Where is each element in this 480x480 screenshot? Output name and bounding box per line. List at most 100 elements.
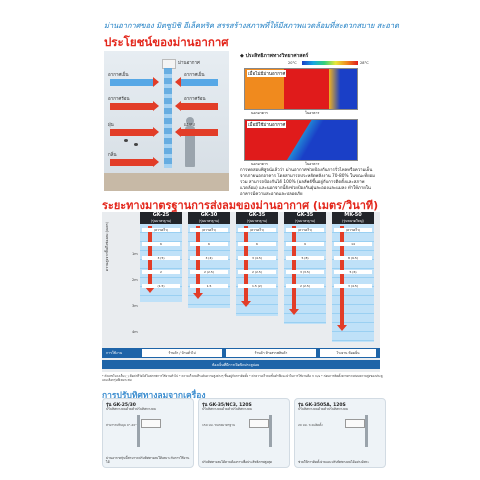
install-example: รุ่น GK-35/NC3, 120S ปรับทิศทางลมด้วยตัว… [198,398,290,468]
thermal-image-with-curtain: เมื่อมีใช้ม่านอากาศ นอกอาคาร ในอาคาร [244,119,358,166]
cell: 6 [190,242,228,246]
airflow-distance-table: ความสูงจากพื้นถึงช่องลม (เมตร) 1m 2m 3m … [102,212,380,372]
dust-arrow-icon [110,127,159,137]
model-column: GK-25(รุ่นมาตรฐาน) (ความเร็ว) 6 3 (5) 2 … [140,212,182,342]
model-column: GK-30(รุ่นมาตรฐาน) (ความเร็ว) 6 3 (4) 2 … [188,212,230,342]
label-without-curtain: เมื่อไม่มีม่านอากาศ [247,70,287,77]
wall [137,415,140,447]
air-curtain-illustration: ม่านอากาศ อากาศเย็น อากาศเย็น อากาศร้อน … [104,51,229,191]
install-example: รุ่น GK-25/30 ปรับทิศทางลมด้วยตัวปรับทิศ… [102,398,194,468]
air-curtain-unit-icon [345,419,365,428]
install-caption: ช่วยให้การติดตั้งง่ายและปรับทิศทางลมได้อ… [298,460,370,464]
arrow-label-cold-2: อากาศเย็น [184,73,205,78]
cell: (ความเร็ว) [334,228,372,232]
label-outside: นอกอาคาร [251,162,268,166]
section-title-adjust: การปรับทิศทางลมจากเครื่อง [102,391,206,401]
label-with-curtain: เมื่อมีใช้ม่านอากาศ [247,121,287,128]
cell: 6 [142,242,180,246]
cell: 2 (2.5) [190,270,228,274]
cell: 2 [142,270,180,274]
usage-bar-2 [102,360,380,369]
cell: 14 [334,242,372,246]
usage-segment: โรงงาน ห้องเย็น [320,349,376,357]
cell: 9 [286,242,324,246]
cold-air-arrow-icon [110,77,159,87]
label-inside: ในอาคาร [305,162,320,166]
air-stream-icon [164,68,172,168]
cell: (ความเร็ว) [190,228,228,232]
hot-air-arrow-right-icon [175,101,218,111]
cell: 3 (4) [190,256,228,260]
cell: 3 (4.5) [334,284,372,288]
row-label: 3m [132,304,138,308]
hot-air-arrow-icon [110,101,159,111]
table-notes: * ตัวเลขในวงเล็บ ( ) คือค่าที่วัดได้ในสภ… [102,374,383,382]
cell: (1.5) [142,284,180,288]
air-curtain-unit-icon [249,419,269,428]
install-caption: ปรับทิศทางลมได้ตามต้องการเพื่อประสิทธิภา… [202,460,273,464]
bug-icon [124,139,128,142]
bug-icon [134,143,138,146]
cell: 6 [238,242,276,246]
person-icon [182,117,198,167]
model-column: GK-35(รุ่นมาตรฐาน) (ความเร็ว) 6 3 (4.5) … [236,212,278,342]
arrow-label-cold-1: อากาศเย็น [108,73,129,78]
floor [104,173,229,191]
arrow-label-smell: กลิ่น [108,153,117,158]
cell: 1.5 [190,284,228,288]
cell: (ความเร็ว) [238,228,276,232]
airflow-arrow-icon [241,226,251,307]
install-note: 150 มม. ขนาดมาตรฐาน [202,423,235,427]
row-label: 2m [132,278,138,282]
install-note: สามารถปรับมุม 0°-20° [106,423,137,427]
model-header: MK-50(รุ่นขนาดใหญ่) [332,212,374,224]
model-column: MK-50(รุ่นขนาดใหญ่) (ความเร็ว) 14 8 (9.5… [332,212,374,342]
cell: 2 (2.5) [286,284,324,288]
scale-low-label: 20°C [288,61,297,65]
usage-segment: ร้านค้า ห้างสรรพสินค้า [226,349,316,357]
cell: (ความเร็ว) [142,228,180,232]
wall [365,415,368,447]
model-header: GK-35(รุ่นมาตรฐาน) [236,212,278,224]
usage-label: การใช้งาน [106,351,123,355]
model-column: GK-35(รุ่นมาตรฐาน) (ความเร็ว) 9 5 (8) 3 … [284,212,326,342]
science-description: การทดสอบพิสูจน์แล้วว่า ม่านอากาศช่วยป้อง… [240,168,376,197]
cell: 3 (4.5) [238,256,276,260]
arrow-label-hot-2: อากาศร้อน [184,97,206,102]
cell: 5 (8) [286,256,324,260]
install-example: รุ่น GK-3505A, 120S ปรับทิศทางลมด้วยตัวป… [294,398,386,468]
cell: 3 (3.5) [286,270,324,274]
model-header: GK-35(รุ่นมาตรฐาน) [284,212,326,224]
model-header: GK-25(รุ่นมาตรฐาน) [140,212,182,224]
cold-air-arrow-right-icon [175,77,218,87]
section-title-distance: ระยะทางมาตรฐานการส่งลมของม่านอากาศ (เมตร… [102,199,379,212]
usage-segment: ร้านค้า / บ้านทั่วไป [142,349,222,357]
science-panel: ◆ ประสิทธิภาพทางวิทยาศาสตร์ 20°C 28°C เม… [240,52,380,197]
table-y-label: ความสูงจากพื้นถึงช่องลม (เมตร) [105,222,109,272]
installation-examples: รุ่น GK-25/30 ปรับทิศทางลมด้วยตัวปรับทิศ… [102,398,387,468]
label-outside: นอกอาคาร [251,111,268,115]
cell: 2 (2.5) [238,270,276,274]
row-label: 1m [132,252,138,256]
cell: 1.5 (2) [238,284,276,288]
model-header: GK-30(รุ่นมาตรฐาน) [188,212,230,224]
cell: 3 (5) [142,256,180,260]
airflow-arrow-icon [289,226,299,315]
thermal-image-without-curtain: เมื่อไม่มีม่านอากาศ นอกอาคาร ในอาคาร [244,68,358,115]
cell: (ความเร็ว) [286,228,324,232]
insect-arrow-icon [175,127,218,137]
airflow-arrow-icon [337,226,347,331]
usage-text-2: ห้องเย็นที่มีการเปิดปิดประตูบ่อย [212,363,260,367]
wall [269,415,272,447]
arrow-label-hot: อากาศร้อน [108,97,130,102]
scale-high-label: 28°C [360,61,369,65]
cell: 8 (9.5) [334,256,372,260]
cell: 5 (6) [334,270,372,274]
intro-text: ม่านอากาศของ มิตซูบิชิ อีเล็คทริค สรรสร้… [104,21,399,30]
section-title-benefits: ประโยชน์ของม่านอากาศ [104,35,229,49]
install-caption: ม่านอากาศรุ่นนี้สามารถปรับทิศทางลมให้เหม… [106,456,190,464]
airflow-arrow-icon [193,226,203,299]
arrow-label-insect: แมลง [184,123,195,128]
temperature-scale [302,61,358,65]
